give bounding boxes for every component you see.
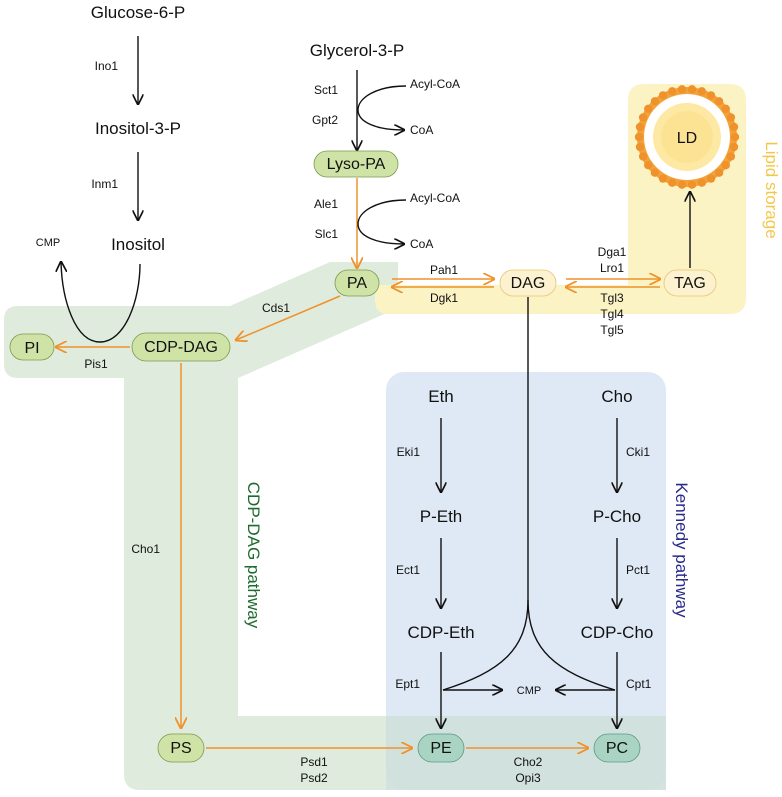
glucose-6-p-label: Glucose-6-P — [91, 3, 185, 22]
tag-node — [663, 269, 717, 297]
pah1-label: Pah1 — [430, 263, 458, 277]
sct1-label: Sct1 — [314, 83, 338, 97]
lyso-pa-label: Lyso-PA — [327, 156, 386, 173]
cho1-label: Cho1 — [131, 542, 160, 556]
acyl-coa-label-2: Acyl-CoA — [410, 191, 460, 205]
lro1-label: Lro1 — [600, 261, 624, 275]
coa-label-1: CoA — [410, 123, 433, 137]
pc-node — [593, 733, 641, 763]
pe-node — [417, 733, 465, 763]
ld-membrane-bead — [726, 152, 736, 161]
ps-node — [157, 733, 205, 763]
coa-label-2: CoA — [410, 237, 433, 251]
lyso-pa-node — [313, 150, 399, 178]
ld-membrane-bead — [635, 122, 645, 132]
tgl5-label: Tgl5 — [600, 323, 624, 337]
cdp-dag-label: CDP-DAG — [144, 339, 218, 356]
ld-membrane-bead — [638, 152, 648, 161]
eki1-label: Eki1 — [397, 445, 421, 459]
pa-node — [334, 269, 380, 297]
dag-node — [499, 269, 557, 297]
ld-membrane-bead — [677, 85, 687, 94]
ld-membrane-bead — [687, 85, 697, 94]
pe-label: PE — [430, 740, 451, 757]
pct1-label: Pct1 — [626, 563, 650, 577]
tag-label: TAG — [674, 275, 706, 292]
cdp-dag-node — [131, 332, 231, 362]
ld-membrane-bead — [650, 97, 660, 106]
ld-membrane-bead — [721, 104, 730, 114]
cho-label: Cho — [601, 387, 632, 406]
p-cho-label: P-Cho — [593, 507, 641, 526]
cds1-label: Cds1 — [262, 301, 290, 315]
ld-membrane-bead — [721, 161, 730, 170]
p-eth-label: P-Eth — [420, 507, 463, 526]
cho2-label: Cho2 — [514, 755, 543, 769]
dag-label: DAG — [511, 275, 546, 292]
inositol-label: Inositol — [111, 235, 165, 254]
pa-label: PA — [347, 275, 367, 292]
gpt2-label: Gpt2 — [312, 113, 338, 127]
ld-membrane-bead — [644, 161, 653, 170]
ld-membrane-bead — [644, 104, 653, 114]
acyl-coa-label-1: Acyl-CoA — [410, 77, 460, 91]
lipid-droplet: LD — [634, 85, 740, 189]
ld-membrane-bead — [706, 174, 716, 183]
ld-membrane-bead — [726, 113, 736, 122]
ld-membrane-bead — [658, 91, 668, 100]
opi3-label: Opi3 — [515, 771, 541, 785]
ld-membrane-bead — [668, 178, 677, 187]
ld-membrane-bead — [658, 174, 668, 183]
ld-membrane-bead — [697, 178, 706, 187]
ld-membrane-bead — [729, 122, 739, 132]
ld-label: LD — [677, 130, 697, 147]
kennedy-pathway-label: Kennedy pathway — [672, 482, 691, 618]
cmp-label-kennedy: CMP — [517, 685, 541, 697]
ld-membrane-bead — [697, 87, 706, 96]
ld-membrane-bead — [714, 97, 724, 106]
ld-membrane-bead — [714, 168, 724, 177]
ld-membrane-bead — [634, 132, 644, 142]
ld-membrane-bead — [706, 91, 716, 100]
cpt1-label: Cpt1 — [626, 677, 652, 691]
ld-membrane-bead — [729, 142, 739, 152]
inm1-label: Inm1 — [91, 177, 118, 191]
glycerol-3-p-label: Glycerol-3-P — [310, 41, 404, 60]
pi-node — [9, 333, 55, 361]
ld-membrane-bead — [677, 180, 687, 189]
pi-label: PI — [24, 340, 39, 357]
lipid-storage-label: Lipid storage — [762, 141, 781, 238]
ld-membrane-bead — [668, 87, 677, 96]
ect1-label: Ect1 — [396, 563, 420, 577]
slc1-label: Slc1 — [315, 227, 339, 241]
pc-label: PC — [606, 740, 628, 757]
pis1-label: Pis1 — [84, 357, 108, 371]
cdp-dag-pathway-label: CDP-DAG pathway — [244, 482, 263, 629]
cdp-eth-label: CDP-Eth — [407, 623, 474, 642]
dgk1-label: Dgk1 — [430, 291, 458, 305]
ld-membrane-bead — [687, 180, 697, 189]
ept1-label: Ept1 — [395, 677, 420, 691]
ale1-label: Ale1 — [314, 197, 338, 211]
cmp-label-top: CMP — [36, 237, 60, 249]
psd2-label: Psd2 — [300, 771, 328, 785]
tgl4-label: Tgl4 — [600, 307, 624, 321]
ino1-label: Ino1 — [95, 59, 119, 73]
tgl3-label: Tgl3 — [600, 291, 624, 305]
eth-label: Eth — [428, 387, 454, 406]
cki1-label: Cki1 — [626, 445, 650, 459]
cdp-cho-label: CDP-Cho — [581, 623, 654, 642]
inositol-3-p-label: Inositol-3-P — [95, 119, 181, 138]
ld-membrane-bead — [730, 132, 740, 142]
ps-label: PS — [170, 740, 191, 757]
dga1-label: Dga1 — [598, 245, 627, 259]
cdp-dag-region — [4, 262, 398, 790]
ld-membrane-bead — [650, 168, 660, 177]
psd1-label: Psd1 — [300, 755, 328, 769]
ld-membrane-bead — [638, 113, 648, 122]
ld-membrane-bead — [635, 142, 645, 152]
